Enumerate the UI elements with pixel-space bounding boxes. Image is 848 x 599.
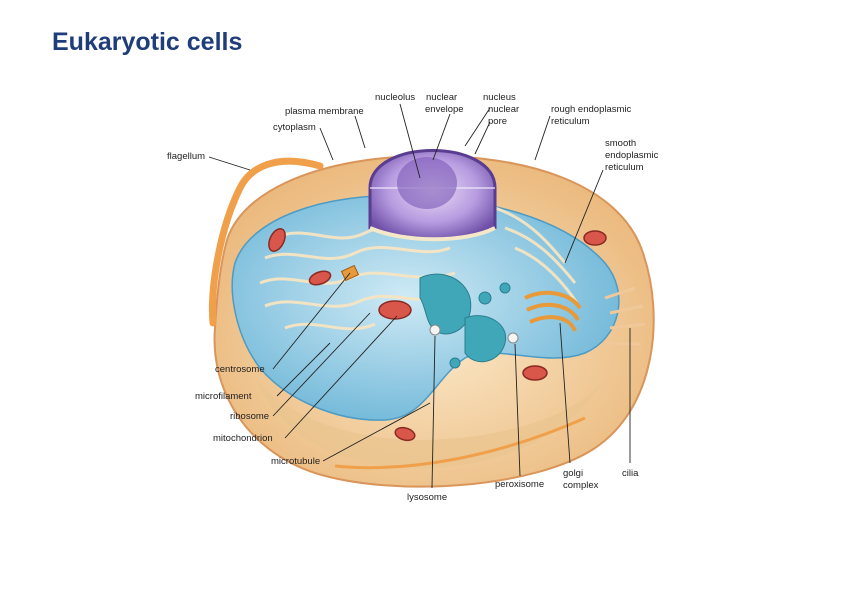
label-nucleus: nucleus <box>483 92 516 103</box>
lysosome <box>429 324 441 336</box>
lower-cytoplasm <box>255 378 605 469</box>
eukaryotic-cell-diagram: nucleolus nuclear envelope nucleus nucle… <box>165 88 680 509</box>
label-nuclear-pore-line2: pore <box>488 116 507 127</box>
label-nuclear-envelope-line1: nuclear <box>426 92 457 103</box>
label-microtubule: microtubule <box>271 456 320 467</box>
label-ribosome: ribosome <box>230 411 269 422</box>
label-flagellum: flagellum <box>167 151 205 162</box>
label-nucleolus: nucleolus <box>375 92 415 103</box>
label-peroxisome: peroxisome <box>495 479 544 490</box>
label-golgi-line2: complex <box>563 480 599 491</box>
leader-lines <box>208 103 631 489</box>
cilia <box>604 286 646 346</box>
smooth-endoplasmic-reticulum <box>419 273 511 369</box>
label-plasma-membrane: plasma membrane <box>285 106 364 117</box>
label-smooth-er-line2: endoplasmic <box>605 150 659 161</box>
page-title: Eukaryotic cells <box>52 28 243 56</box>
label-cytoplasm: cytoplasm <box>273 122 316 133</box>
label-golgi-line1: golgi <box>563 468 583 479</box>
nucleus <box>368 149 497 242</box>
microtubule-strand <box>334 416 586 470</box>
label-cilia: cilia <box>622 468 639 479</box>
nucleolus <box>397 157 457 209</box>
label-microfilament: microfilament <box>195 391 252 402</box>
golgi-complex <box>524 290 582 332</box>
mitochondria <box>268 227 607 442</box>
flagellum <box>209 157 324 327</box>
label-mitochondrion: mitochondrion <box>213 433 273 444</box>
label-centrosome: centrosome <box>215 364 265 375</box>
label-nuclear-envelope-line2: envelope <box>425 104 464 115</box>
label-smooth-er-line1: smooth <box>605 138 636 149</box>
peroxisome <box>507 332 519 344</box>
label-nuclear-pore-line1: nuclear <box>488 104 519 115</box>
label-rough-er-line1: rough endoplasmic <box>551 104 632 115</box>
label-lysosome: lysosome <box>407 492 447 503</box>
label-smooth-er-line3: reticulum <box>605 162 644 173</box>
label-rough-er-line2: reticulum <box>551 116 590 127</box>
